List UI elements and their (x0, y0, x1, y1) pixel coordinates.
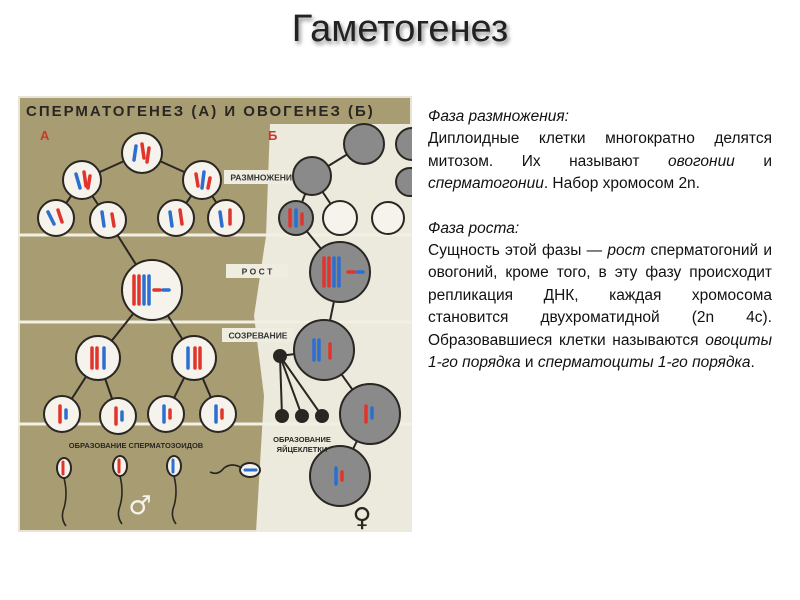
stage-box-growth (226, 264, 288, 278)
male-symbol: ♂ (128, 491, 151, 521)
paragraph-growth: Фаза роста: Сущность этой фазы — рост спе… (428, 218, 772, 375)
sperm-cells (37, 132, 245, 435)
label-b: Б (268, 128, 277, 143)
term-oogonia: овогонии (667, 152, 735, 170)
term-spermatogonia: сперматогонии (428, 175, 544, 193)
female-symbol: ♀ (352, 503, 371, 532)
heading-growth: Фаза роста: (428, 219, 520, 237)
term-oocytes: овоциты 1-го порядка (428, 331, 772, 372)
poster-title: СПЕРМАТОГЕНЕЗ (А) И ОВОГЕНЕЗ (Б) (26, 103, 375, 120)
gametogenesis-poster: СПЕРМАТОГЕНЕЗ (А) И ОВОГЕНЕЗ (Б) А Б РАЗ… (18, 96, 412, 532)
stage-reproduction: РАЗМНОЖЕНИЕ (230, 173, 298, 183)
label-a: А (40, 128, 50, 143)
spermatozoa (56, 455, 261, 527)
text-span: и (520, 354, 538, 372)
stage-growth: Р О С Т (242, 267, 274, 277)
bottom-right-caption-1: ОБРАЗОВАНИЕ (273, 435, 331, 444)
bottom-left-caption: ОБРАЗОВАНИЕ СПЕРМАТОЗОИДОВ (69, 441, 204, 450)
stage-box-maturation (222, 328, 294, 342)
text-span: . Набор хромосом 2n. (543, 175, 700, 193)
text-span: Диплоидные клетки многократно делятся ми… (428, 130, 772, 170)
term-growth: рост (607, 242, 646, 260)
term-spermatocytes: сперматоциты 1-го порядка (537, 354, 751, 372)
oo-chromosomes (288, 208, 374, 486)
slide-title: Гаметогенез (291, 8, 509, 50)
text-span: . (750, 354, 755, 372)
paragraph-reproduction: Фаза размножения: Диплоидные клетки много… (428, 106, 772, 196)
stage-maturation: СОЗРЕВАНИЕ (229, 331, 288, 341)
bottom-right-caption-2: ЯЙЦЕКЛЕТКИ (277, 445, 328, 454)
text-span: Сущность этой фазы — (428, 242, 608, 260)
text-span: и (734, 152, 772, 170)
description-text: Фаза размножения: Диплоидные клетки много… (428, 106, 772, 374)
heading-reproduction: Фаза размножения: (428, 108, 569, 125)
stage-box-reproduction (224, 170, 304, 184)
sperm-chromosomes (46, 142, 232, 426)
text-span: сперматогоний и овогоний, кроме того, в … (428, 242, 772, 349)
poster-illustration: СПЕРМАТОГЕНЕЗ (А) И ОВОГЕНЕЗ (Б) А Б РАЗ… (18, 103, 412, 532)
